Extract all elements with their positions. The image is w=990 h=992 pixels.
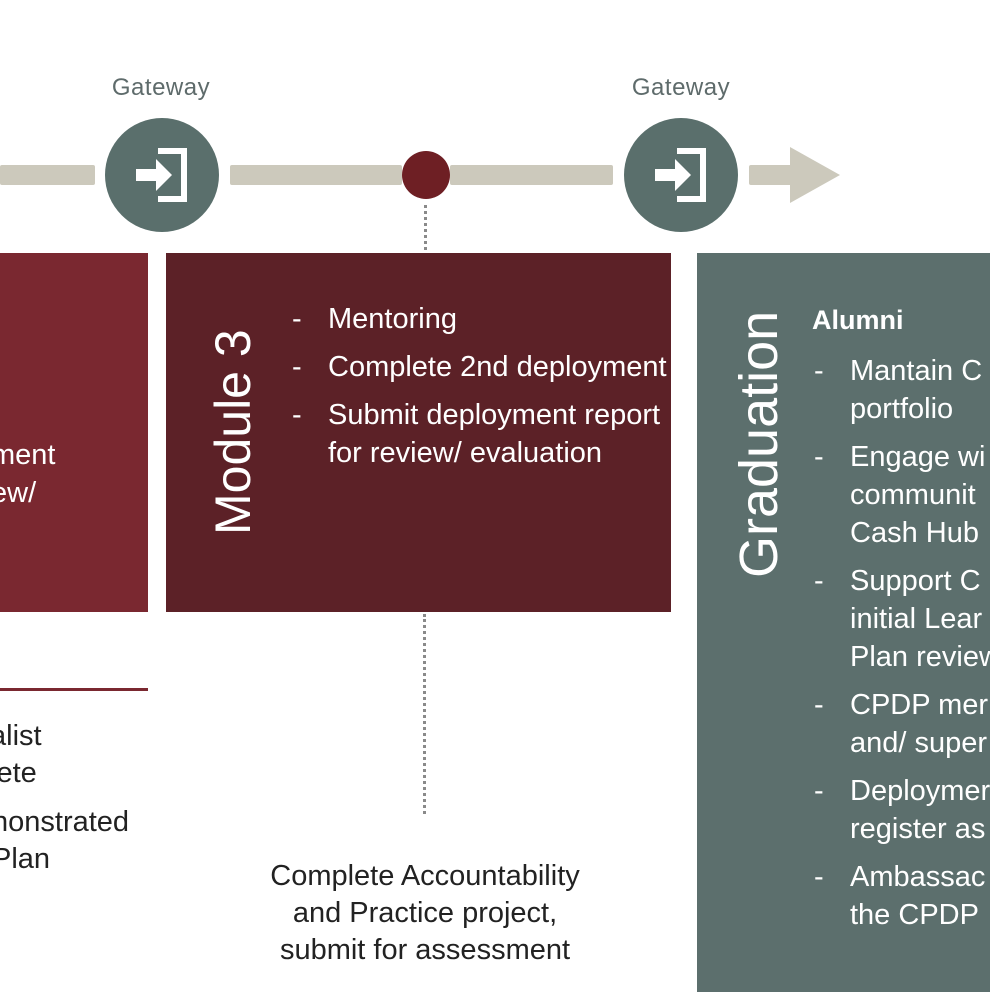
gateway-node: [624, 118, 738, 232]
timeline-arrow-head: [790, 147, 840, 203]
alumni-heading: Alumni: [812, 305, 904, 335]
timeline-track-segment: [0, 165, 95, 185]
graduation-item: Deploymer register as: [812, 772, 990, 848]
module2-card: [0, 253, 148, 612]
graduation-item: Ambassac the CPDP: [812, 858, 990, 934]
module3-item: Submit deployment report for review/ eva…: [290, 396, 670, 472]
gateway-label: Gateway: [631, 74, 731, 101]
module3-item-list: Mentoring Complete 2nd deployment Submit…: [290, 300, 670, 482]
timeline-track-segment: [230, 165, 402, 185]
module2-text-fragment: ment ew/: [0, 439, 56, 509]
graduation-item: CPDP mer and/ super: [812, 686, 990, 762]
module2-outcome-divider: [0, 688, 148, 691]
module2-outcome-line: nonstrated Plan: [0, 806, 130, 875]
module2-outcome-line: alist lete: [0, 720, 42, 789]
module3-title: Module 3: [205, 329, 261, 535]
graduation-item-list: Mantain C portfolio Engage wi communit C…: [812, 352, 990, 944]
graduation-item: Mantain C portfolio: [812, 352, 990, 428]
graduation-title: Graduation: [729, 310, 789, 578]
module3-item: Mentoring: [290, 300, 670, 338]
outcome-connector-dotted: [423, 614, 426, 814]
timeline-track-segment: [749, 165, 794, 185]
module3-item: Complete 2nd deployment: [290, 348, 670, 386]
module2-outcome-text: alist lete nonstrated Plan: [0, 718, 148, 890]
graduation-item: Support C initial Lear Plan review: [812, 562, 990, 676]
milestone-dot: [402, 151, 450, 199]
sign-in-icon: [655, 148, 706, 202]
graduation-item: Engage wi communit Cash Hub: [812, 438, 990, 552]
milestone-connector-dotted: [424, 205, 427, 250]
timeline-track-segment: [450, 165, 613, 185]
gateway-node: [105, 118, 219, 232]
gateway-label: Gateway: [111, 74, 211, 101]
sign-in-icon: [136, 148, 187, 202]
module3-outcome-text: Complete Accountability and Practice pro…: [270, 860, 580, 966]
